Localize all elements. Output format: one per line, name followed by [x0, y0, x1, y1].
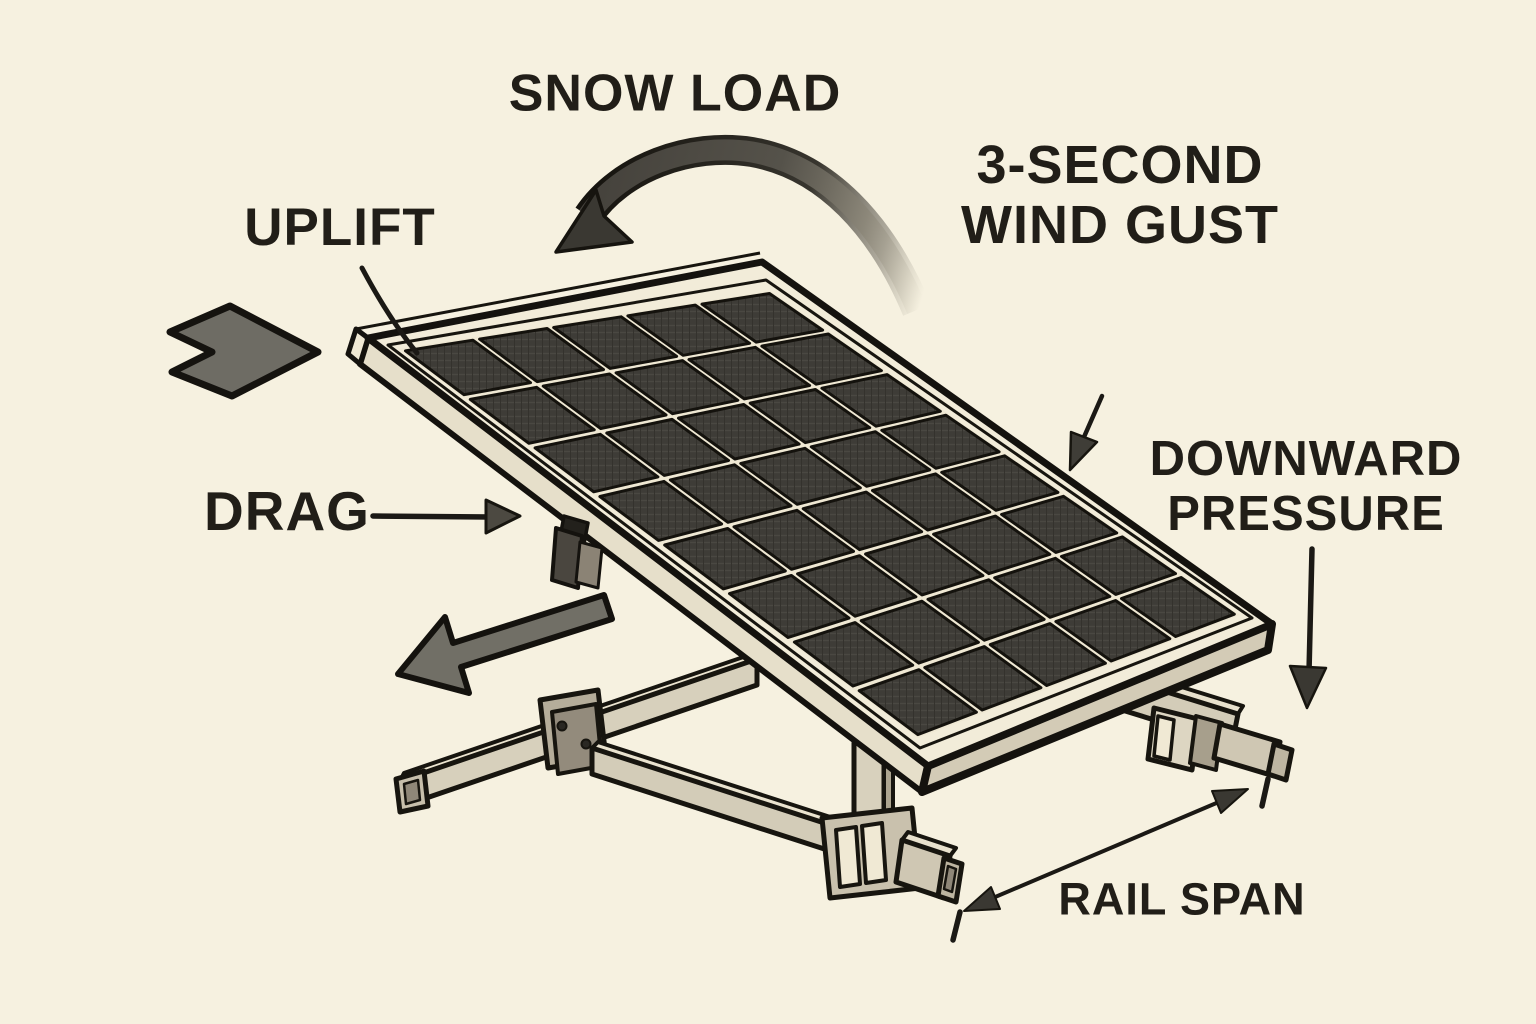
panel-cell: [404, 338, 532, 397]
panel-cells: [404, 292, 1236, 737]
snow-load-text: SNOW LOAD: [508, 64, 842, 123]
panel-cell: [932, 514, 1052, 576]
wind-gust-arrow-head: [1068, 430, 1099, 472]
panel-cell: [739, 446, 862, 506]
rail-span-label: RAIL SPAN: [1058, 874, 1305, 924]
panel-cell: [859, 599, 980, 665]
mid-panel-clamp: [550, 514, 604, 590]
rail-span-dimension-arrow: [950, 776, 1271, 943]
panel-cell: [1000, 494, 1119, 554]
drag-text: DRAG: [204, 479, 370, 542]
incoming-wind-chevron-icon: [166, 302, 322, 400]
panel-cell: [796, 554, 918, 618]
cross-brace: [589, 740, 854, 859]
dimension-head-left: [963, 886, 1001, 912]
front-foot-slot: [860, 821, 888, 885]
dimension-tick-left: [950, 909, 963, 943]
uplift-leader-line: [359, 265, 420, 356]
uplift-label: UPLIFT: [244, 197, 436, 257]
drag-arrow-icon: [370, 498, 522, 535]
panel-cell: [926, 578, 1046, 642]
panel-cell: [663, 527, 787, 591]
panel-cell: [700, 292, 825, 344]
front-foot-mount: [819, 805, 965, 905]
wind-gust-arrow-icon: [1068, 393, 1105, 472]
right-foot-slot: [1152, 714, 1176, 762]
drag-label: DRAG: [204, 481, 370, 542]
panel-cell: [801, 490, 924, 552]
panel-cell: [864, 534, 985, 597]
panel-cell: [728, 574, 851, 639]
panel-cell: [748, 388, 872, 445]
panel-cell: [923, 645, 1043, 712]
panel-cell: [552, 315, 679, 370]
solar-panel: [345, 251, 1276, 796]
panel-cell: [1054, 599, 1172, 663]
drag-force-block-arrow-icon: [395, 592, 615, 696]
panel-cell: [677, 403, 801, 461]
panel-cell: [857, 668, 978, 737]
snow-load-curved-arrow-icon: [554, 134, 931, 316]
annotations: [166, 134, 1328, 943]
downward-arrow-head: [1288, 664, 1328, 710]
downward-pressure-arrow-icon: [1288, 546, 1328, 710]
panel-frame-ridge: [355, 251, 761, 331]
panel-cell: [687, 345, 812, 401]
mid-clamp-body: [550, 526, 584, 590]
wind-gust-arrow-line: [1081, 393, 1105, 440]
front-foot-end-hole: [942, 864, 958, 894]
drag-arrow-head: [484, 498, 522, 535]
downward-pressure-line2: PRESSURE: [1167, 487, 1445, 541]
cross-brace-front-face: [589, 745, 849, 859]
panel-cell: [760, 332, 883, 386]
panel-cell: [533, 432, 660, 494]
panel-cell: [809, 430, 932, 488]
dimension-head-right: [1211, 788, 1249, 814]
panel-cell: [993, 556, 1112, 619]
panel-cell: [732, 508, 855, 571]
drag-arrow-line: [370, 513, 493, 520]
dimension-tick-right: [1259, 776, 1271, 809]
panel-frame-inner-line: [386, 278, 1254, 750]
panel-cell: [820, 373, 942, 428]
panel-cell: [988, 622, 1107, 687]
panel-cell: [614, 359, 740, 416]
wind-gust-line1: 3-SECOND: [976, 135, 1264, 196]
wind-gust-label: 3-SECOND WIND GUST: [961, 135, 1279, 256]
downward-pressure-line1: DOWNWARD: [1149, 432, 1463, 487]
wind-gust-line2: WIND GUST: [961, 195, 1279, 255]
rail-span-text: RAIL SPAN: [1058, 873, 1306, 925]
snow-load-label: SNOW LOAD: [509, 65, 842, 122]
panel-cell: [541, 372, 668, 430]
panel-cell: [468, 385, 596, 445]
panel-cell: [940, 454, 1060, 512]
snow-arrow-band: [579, 139, 927, 315]
panel-cell: [792, 621, 915, 688]
panel-cell: [871, 472, 992, 532]
front-foot-slot: [834, 825, 862, 889]
panel-cell: [478, 327, 605, 384]
mid-clamp-tab: [574, 540, 604, 590]
panel-corner-cap: [345, 326, 371, 367]
clamp-bolt: [580, 738, 592, 750]
dimension-line: [972, 791, 1242, 908]
right-foot-end-cap: [1265, 741, 1295, 783]
clamp-bolt: [556, 720, 568, 732]
panel-cell: [880, 413, 1001, 470]
panel-cell: [1060, 535, 1177, 596]
panel-cell: [626, 303, 752, 357]
snow-arrow-head: [554, 188, 634, 254]
downward-arrow-line: [1306, 546, 1315, 675]
panel-cell: [1120, 576, 1236, 638]
rear-rail-end-cap-hole: [402, 778, 422, 806]
panel-cell: [668, 463, 793, 524]
panel-cell: [598, 479, 724, 542]
panel-cell: [605, 417, 730, 477]
downward-pressure-label: DOWNWARD PRESSURE: [1150, 432, 1463, 542]
uplift-text: UPLIFT: [244, 197, 436, 257]
